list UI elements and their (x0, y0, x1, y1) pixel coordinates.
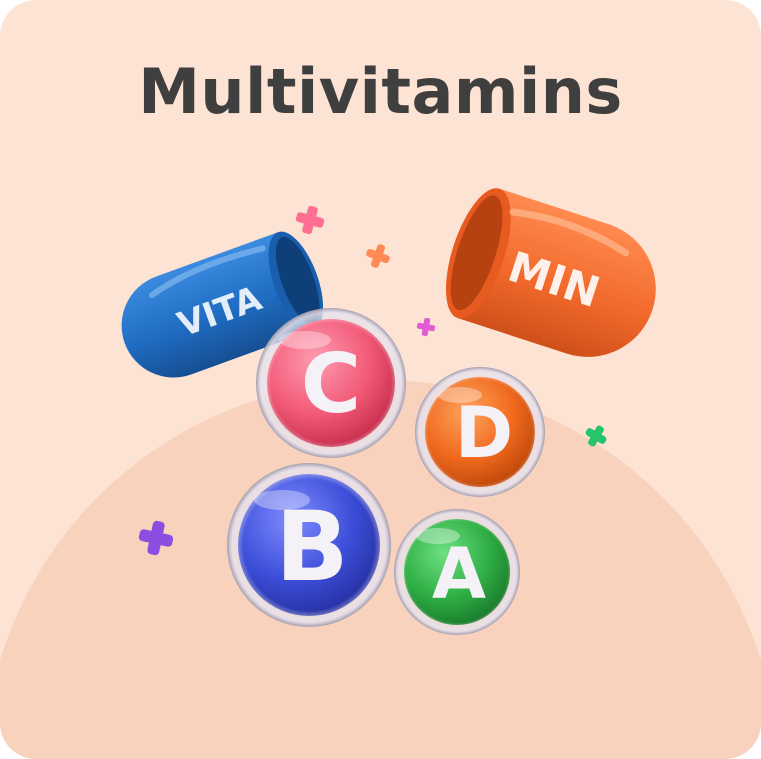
vitamin-b-icon: B (227, 463, 391, 627)
blue-capsule-icon: VITA (121, 231, 324, 378)
purple-plus-icon (138, 520, 174, 556)
vitamin-d-letter: D (455, 392, 513, 474)
pink-plus-icon (295, 205, 325, 235)
vitamin-b-letter: B (275, 491, 348, 603)
green-plus-icon (585, 425, 607, 447)
orange-plus-icon (366, 244, 390, 268)
vitamin-d-icon: D (415, 367, 545, 497)
orange-capsule-icon: MIN (445, 188, 656, 357)
vitamin-c-icon: C (256, 308, 406, 458)
magenta-plus-icon (416, 317, 436, 337)
vitamin-c-letter: C (301, 337, 361, 432)
vitamin-a-icon: A (394, 509, 520, 635)
card-title: Multivitamins (138, 55, 623, 128)
vitamin-a-letter: A (432, 533, 486, 615)
